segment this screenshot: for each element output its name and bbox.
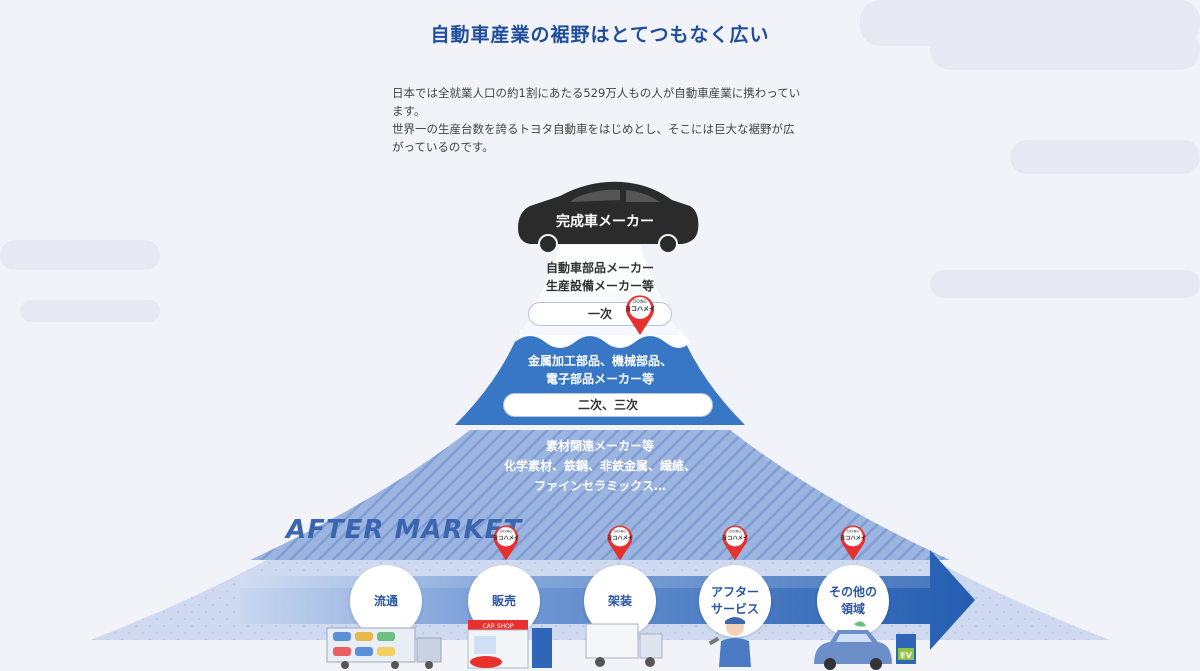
after-market-item-label: アフター サービス: [711, 584, 759, 618]
intro-line: 日本では全就業人口の約1割にあたる529万人もの人が自動車産業に携わってい: [392, 86, 801, 100]
svg-text:ヨコハメイ: ヨコハメイ: [625, 306, 655, 313]
box-truck-icon: [585, 623, 663, 667]
car-shop-icon: CAR SHOP: [467, 620, 552, 669]
label-line: その他の: [828, 585, 877, 599]
ev-label: EV: [900, 651, 912, 660]
location-pin-icon: DOING ヨコハメイ: [493, 525, 519, 561]
after-market-item-label: 流通: [373, 593, 398, 608]
label-line: アフター: [710, 585, 759, 599]
location-pin-icon: DOING ヨコハメイ: [840, 525, 866, 561]
label-line: 領域: [840, 602, 865, 616]
svg-text:ヨコハメイ: ヨコハメイ: [722, 534, 748, 541]
svg-text:DOING: DOING: [500, 529, 512, 533]
intro-line: ます。: [392, 104, 426, 118]
tier-1-line2: 生産設備メーカー等: [545, 279, 654, 293]
car-silhouette-icon: [518, 181, 699, 254]
svg-text:ヨコハメイ: ヨコハメイ: [840, 534, 866, 541]
svg-text:ヨコハメイ: ヨコハメイ: [607, 534, 633, 541]
svg-text:DOING: DOING: [847, 529, 859, 533]
intro-line: 世界一の生産台数を誇るトヨタ自動車をはじめとし、そこには巨大な裾野が広: [392, 122, 795, 136]
svg-text:ヨコハメイ: ヨコハメイ: [493, 534, 519, 541]
mechanic-icon: [708, 617, 751, 667]
tier-3-line2: 化学素材、鉄鋼、非鉄金属、繊維、: [503, 459, 696, 473]
svg-text:DOING: DOING: [729, 529, 741, 533]
intro-text: 日本では全就業人口の約1割にあたる529万人もの人が自動車産業に携わってい ます…: [392, 84, 812, 156]
svg-text:DOING: DOING: [614, 529, 626, 533]
tier-top-label: 完成車メーカー: [556, 214, 654, 230]
location-pin-icon: DOING ヨコハメイ: [722, 525, 748, 561]
page-title: 自動車産業の裾野はとてつもなく広い: [430, 24, 770, 46]
intro-line: がっているのです。: [392, 140, 494, 154]
after-market-item-label: その他の 領域: [829, 584, 877, 618]
mountain-tier-3: [250, 430, 950, 560]
tier-3-line3: ファインセラミックス…: [534, 479, 666, 493]
after-market-item-distribution: 流通: [350, 565, 422, 637]
location-pin-icon: DOING ヨコハメイ: [625, 295, 655, 335]
ev-charging-icon: EV: [814, 621, 916, 670]
after-market-item-label: 販売: [491, 593, 516, 608]
after-market-heading: AFTER MARKET: [286, 515, 523, 545]
car-carrier-truck-icon: [326, 627, 442, 669]
tier-2-pill: 二次、三次: [503, 393, 713, 417]
tier-2-line1: 金属加工部品、機械部品、: [527, 354, 672, 368]
location-pin-icon: DOING ヨコハメイ: [607, 525, 633, 561]
after-market-item-label: 架装: [607, 593, 632, 608]
background-clouds: [0, 0, 1200, 322]
tier-2-line2: 電子部品メーカー等: [545, 372, 654, 386]
tier-3-line1: 素材関連メーカー等: [545, 439, 654, 453]
svg-text:DOING: DOING: [633, 299, 647, 304]
shop-sign: CAR SHOP: [482, 623, 513, 630]
tier-1-line1: 自動車部品メーカー: [545, 261, 654, 275]
after-market-item-other: その他の 領域: [817, 565, 889, 637]
label-line: サービス: [710, 602, 759, 616]
